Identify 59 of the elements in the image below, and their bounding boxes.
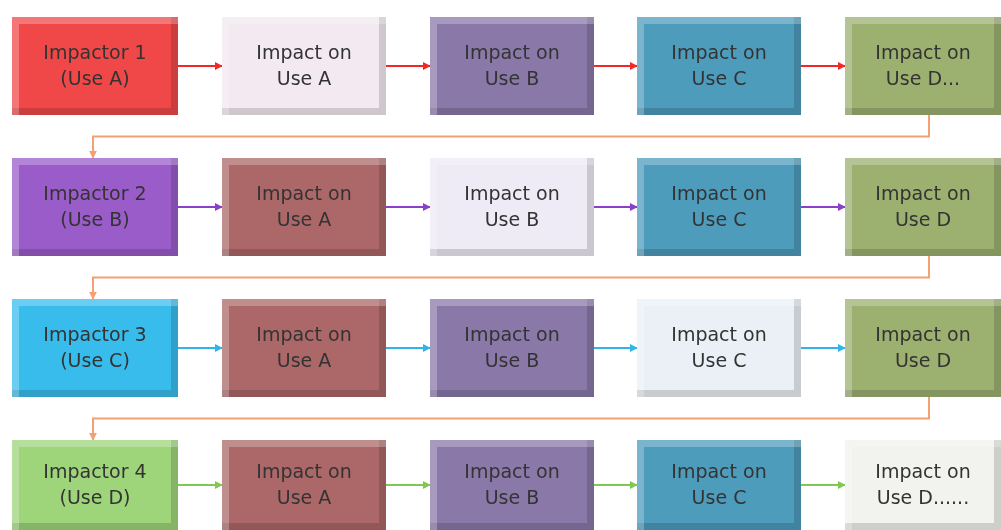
process-box bbox=[12, 440, 178, 530]
process-box bbox=[637, 158, 801, 256]
arrow bbox=[385, 62, 431, 70]
process-box bbox=[637, 299, 801, 397]
arrow bbox=[800, 203, 846, 211]
arrow bbox=[593, 481, 638, 489]
arrow bbox=[177, 203, 223, 211]
arrow bbox=[800, 481, 846, 489]
box-label: Impact on Use B bbox=[463, 40, 561, 91]
process-box bbox=[222, 158, 386, 256]
box-label: Impact on Use D bbox=[874, 322, 972, 373]
process-box bbox=[430, 158, 594, 256]
box-label: Impact on Use B bbox=[463, 459, 561, 510]
process-box bbox=[430, 17, 594, 115]
process-box bbox=[845, 440, 1001, 530]
process-box bbox=[222, 440, 386, 530]
box-label: Impact on Use A bbox=[255, 40, 353, 91]
process-box bbox=[12, 17, 178, 115]
process-box bbox=[222, 17, 386, 115]
process-box bbox=[430, 299, 594, 397]
box-label: Impact on Use D...... bbox=[874, 459, 972, 510]
box-label: Impactor 3 (Use C) bbox=[42, 322, 148, 373]
process-box bbox=[430, 440, 594, 530]
arrow bbox=[177, 62, 223, 70]
arrow bbox=[177, 481, 223, 489]
box-label: Impact on Use A bbox=[255, 322, 353, 373]
box-label: Impact on Use B bbox=[463, 322, 561, 373]
box-label: Impact on Use B bbox=[463, 181, 561, 232]
process-box bbox=[12, 158, 178, 256]
box-label: Impact on Use C bbox=[670, 40, 768, 91]
arrow bbox=[593, 203, 638, 211]
box-label: Impact on Use A bbox=[255, 459, 353, 510]
arrow bbox=[800, 344, 846, 352]
box-label: Impact on Use A bbox=[255, 181, 353, 232]
arrow bbox=[593, 62, 638, 70]
box-label: Impact on Use D... bbox=[874, 40, 972, 91]
arrow bbox=[593, 344, 638, 352]
arrow bbox=[89, 255, 930, 300]
process-box bbox=[637, 440, 801, 530]
process-box bbox=[845, 158, 1001, 256]
box-label: Impactor 4 (Use D) bbox=[42, 459, 148, 510]
box-label: Impactor 2 (Use B) bbox=[42, 181, 148, 232]
box-label: Impactor 1 (Use A) bbox=[42, 40, 148, 91]
process-box bbox=[222, 299, 386, 397]
arrow bbox=[89, 396, 930, 441]
process-box bbox=[637, 17, 801, 115]
arrow bbox=[385, 203, 431, 211]
box-label: Impact on Use C bbox=[670, 181, 768, 232]
box-label: Impact on Use D bbox=[874, 181, 972, 232]
process-box bbox=[845, 299, 1001, 397]
process-box bbox=[845, 17, 1001, 115]
arrow bbox=[177, 344, 223, 352]
arrow bbox=[800, 62, 846, 70]
process-box bbox=[12, 299, 178, 397]
box-label: Impact on Use C bbox=[670, 459, 768, 510]
arrow bbox=[385, 344, 431, 352]
arrow bbox=[89, 114, 930, 159]
box-label: Impact on Use C bbox=[670, 322, 768, 373]
arrow bbox=[385, 481, 431, 489]
